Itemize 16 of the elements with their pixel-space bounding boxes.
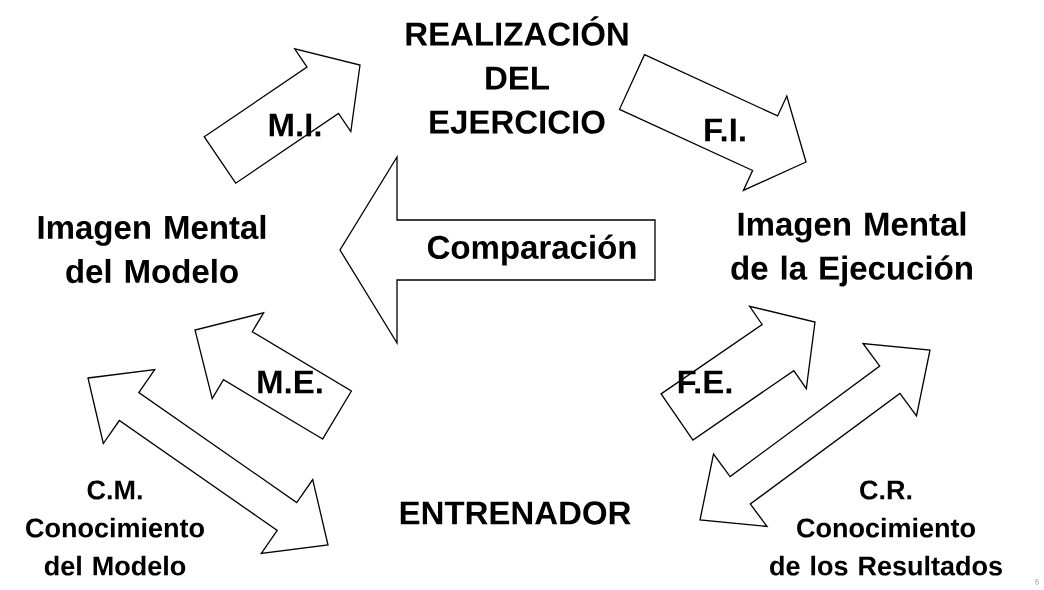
node-text: Imagen Mental del Modelo bbox=[38, 214, 266, 284]
block-arrow bbox=[660, 305, 816, 441]
edge-label: F.I. bbox=[705, 118, 745, 142]
node-text: ENTRENADOR bbox=[400, 501, 631, 525]
edge-label: Comparación bbox=[427, 234, 636, 266]
block-arrow bbox=[194, 311, 353, 440]
edge-label: C.R. Conocimiento de los Resultados bbox=[770, 480, 1002, 576]
block-arrow bbox=[339, 154, 656, 346]
edge-label: F.E. bbox=[678, 370, 732, 394]
block-arrow bbox=[699, 342, 931, 528]
block-arrow bbox=[87, 368, 329, 555]
node-text: Imagen Mental de la Ejecución bbox=[731, 211, 972, 287]
node-text: REALIZACIÓN DEL EJERCICIO bbox=[406, 16, 628, 134]
edge-label: M.I. bbox=[269, 113, 321, 137]
edge-label: C.M. Conocimiento del Modelo bbox=[26, 480, 204, 576]
edge-label: M.E. bbox=[258, 370, 322, 394]
